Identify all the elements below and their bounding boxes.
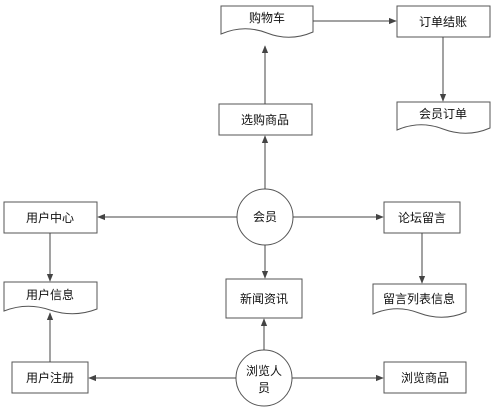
edges — [46, 17, 447, 382]
member-order-label: 会员订单 — [419, 107, 467, 121]
news-node: 新闻资讯 — [225, 278, 303, 319]
visitor-node: 浏览人 员 — [235, 349, 293, 407]
select-goods-node: 选购商品 — [218, 103, 313, 136]
user-info-label: 用户信息 — [26, 287, 74, 302]
cart-node: 购物车 — [220, 5, 314, 38]
cart-label: 购物车 — [249, 10, 285, 25]
message-list-label: 留言列表信息 — [383, 291, 455, 306]
visitor-label-line1: 浏览人 — [246, 363, 282, 378]
user-center-node: 用户中心 — [3, 201, 98, 234]
user-info-node: 用户信息 — [3, 281, 98, 315]
news-label: 新闻资讯 — [240, 291, 288, 306]
visitor-label-line2: 员 — [258, 381, 270, 395]
forum-node: 论坛留言 — [383, 201, 461, 234]
browse-goods-node: 浏览商品 — [383, 361, 467, 394]
browse-goods-label: 浏览商品 — [401, 370, 449, 385]
checkout-node: 订单结账 — [396, 5, 491, 38]
user-register-label: 用户注册 — [26, 370, 74, 385]
member-label: 会员 — [253, 210, 277, 224]
forum-label: 论坛留言 — [398, 211, 446, 225]
checkout-label: 订单结账 — [419, 15, 467, 29]
user-register-node: 用户注册 — [11, 361, 89, 394]
select-goods-label: 选购商品 — [241, 112, 289, 127]
member-node: 会员 — [236, 188, 294, 246]
member-order-node: 会员订单 — [396, 101, 491, 134]
user-center-label: 用户中心 — [26, 210, 74, 225]
message-list-node: 留言列表信息 — [372, 283, 467, 318]
